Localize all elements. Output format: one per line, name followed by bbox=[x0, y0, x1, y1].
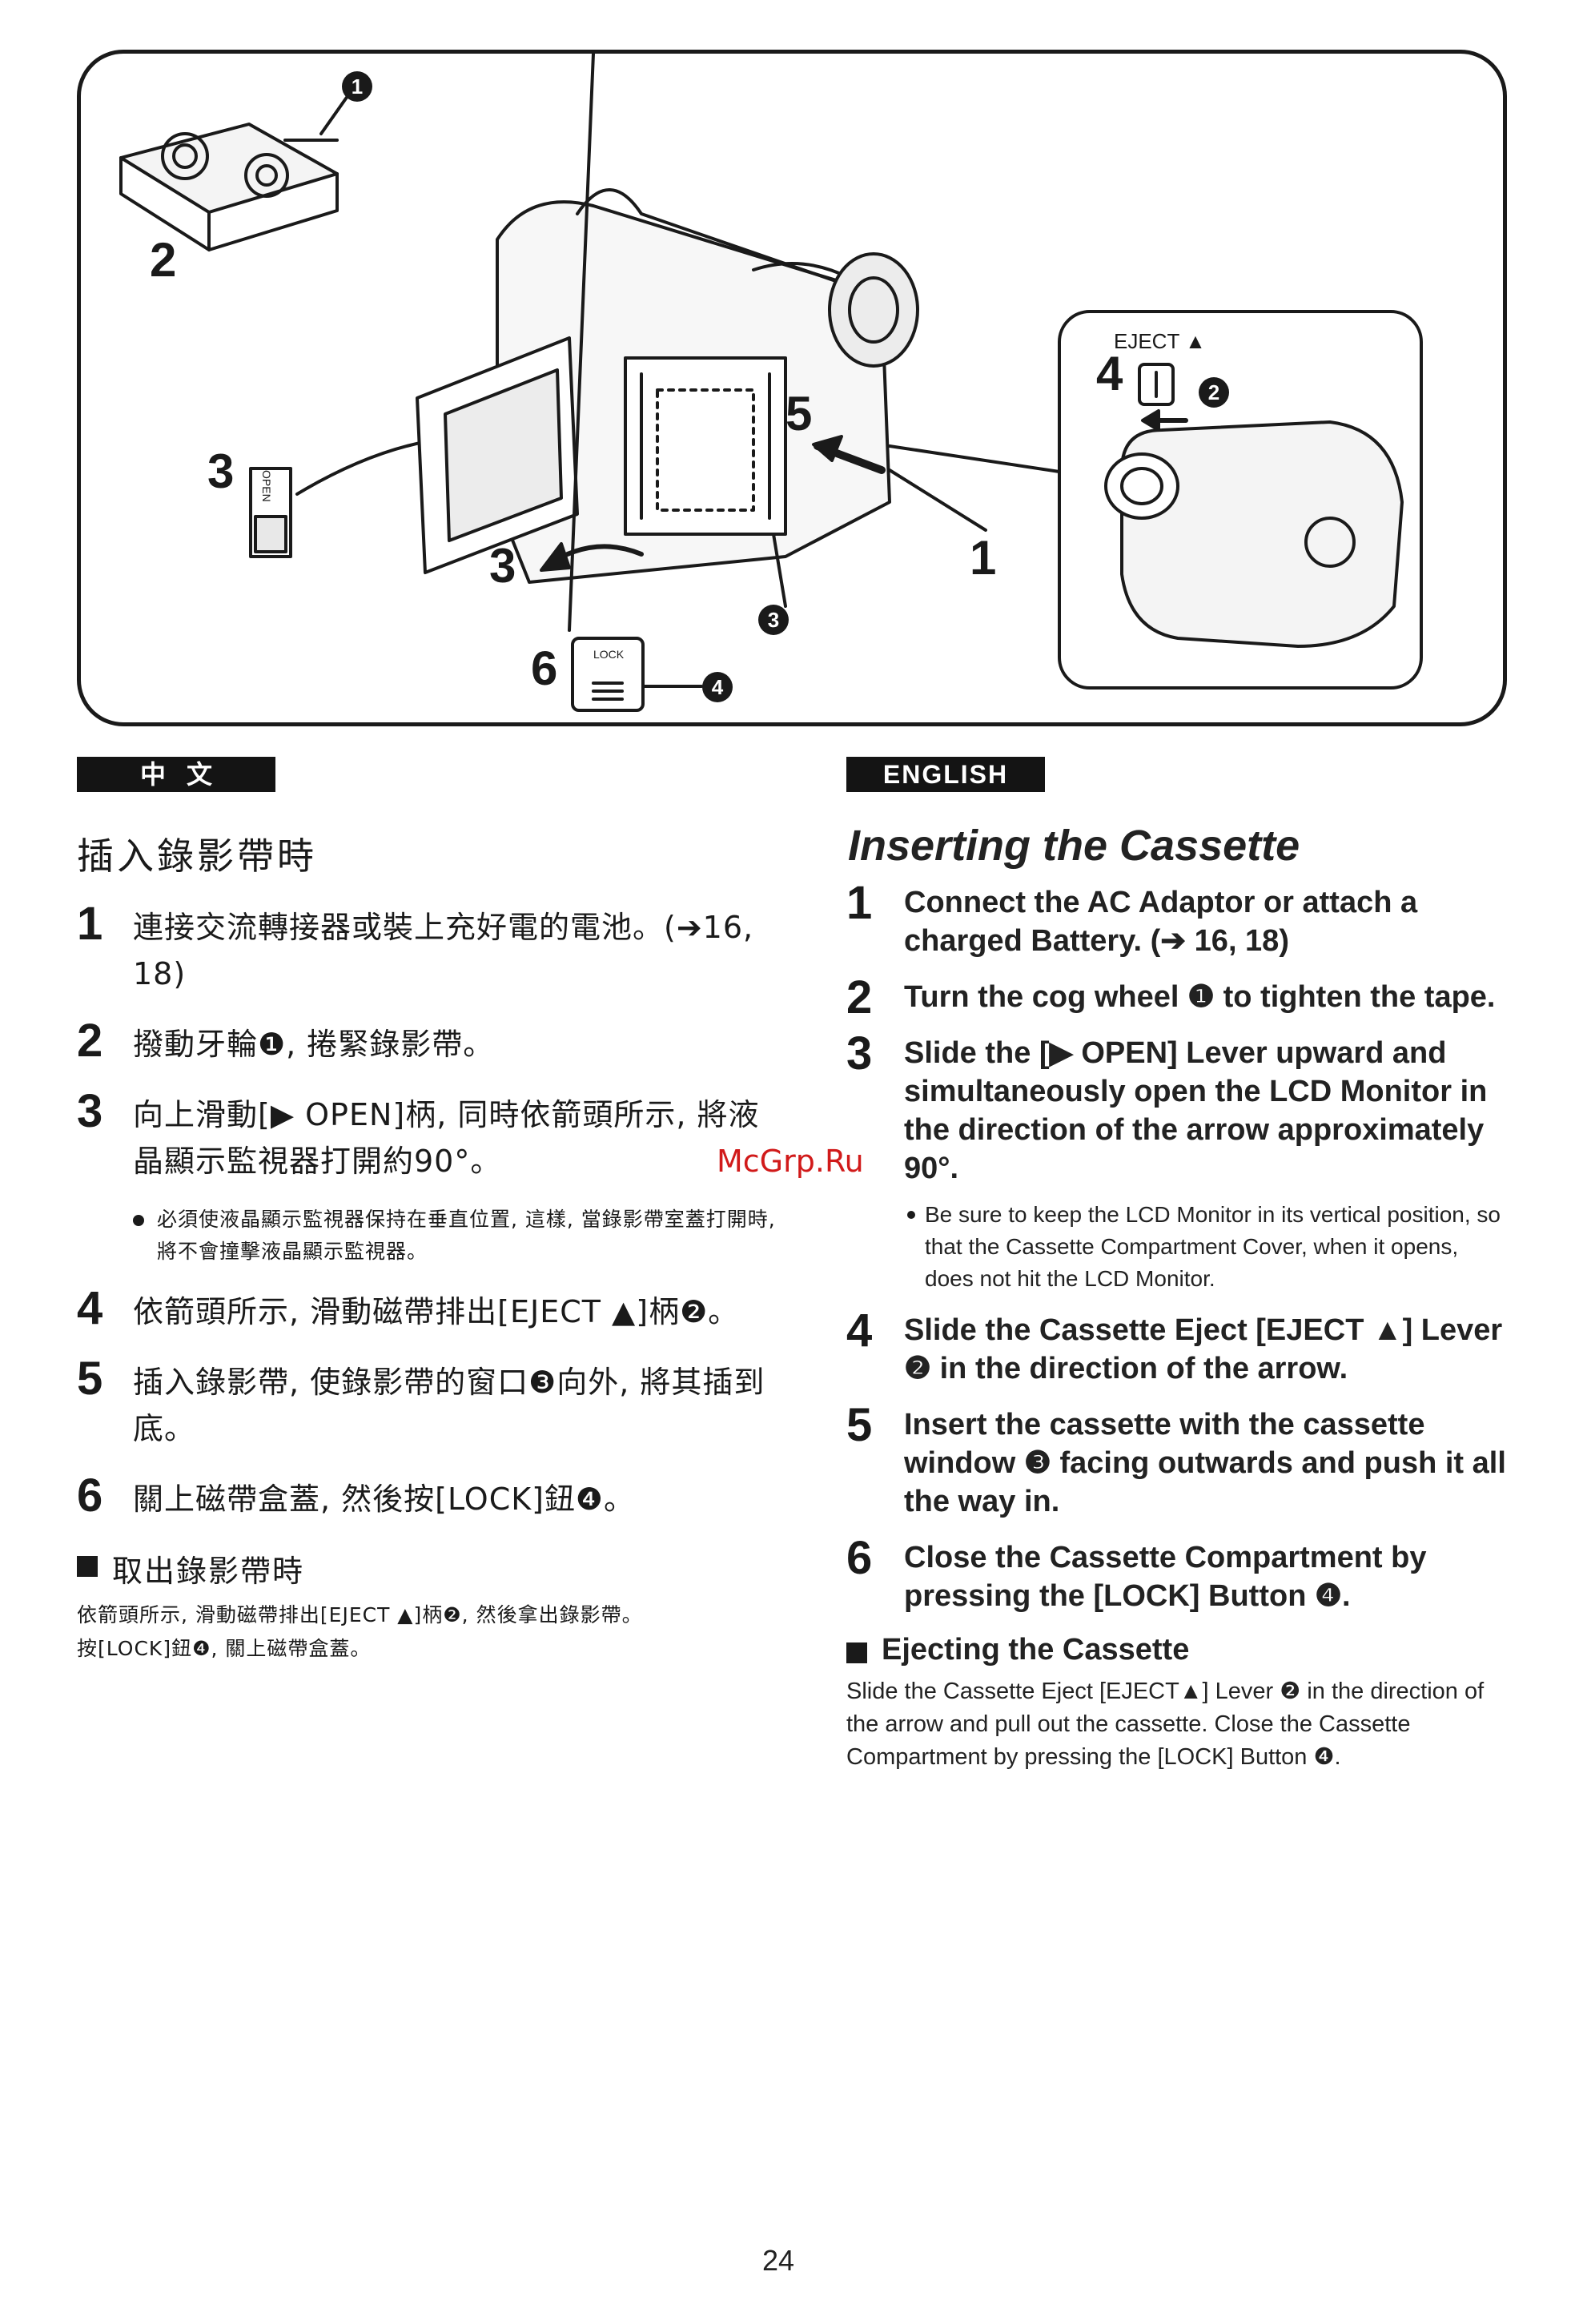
english-column: ENGLISH Inserting the Cassette 1 Connect… bbox=[846, 757, 1511, 1774]
circled-ref-3: 3 bbox=[758, 605, 789, 635]
zh-step-text: 向上滑動[▶ OPEN]柄, 同時依箭頭所示, 將液晶顯示監視器打開約90°。 bbox=[133, 1097, 760, 1179]
zh-step-number: 3 bbox=[77, 1085, 103, 1137]
en-eject-heading-text: Ejecting the Cassette bbox=[882, 1633, 1190, 1667]
zh-eject-heading-text: 取出錄影帶時 bbox=[112, 1554, 305, 1589]
en-step-text: Turn the cog wheel ❶ to tighten the tape… bbox=[904, 980, 1496, 1014]
callout-1: 1 bbox=[970, 531, 997, 585]
eject-inset-drawing bbox=[888, 310, 1423, 690]
zh-step-number: 5 bbox=[77, 1353, 103, 1405]
english-badge: ENGLISH bbox=[846, 757, 1045, 792]
zh-step-text: 關上磁帶盒蓋, 然後按[LOCK]鈕❹。 bbox=[133, 1482, 636, 1517]
en-step-text: Close the Cassette Compartment by pressi… bbox=[904, 1541, 1427, 1613]
en-step-number: 1 bbox=[846, 877, 873, 929]
camcorder-body-drawing bbox=[416, 54, 987, 632]
en-step-2: 2 Turn the cog wheel ❶ to tighten the ta… bbox=[846, 975, 1511, 1021]
zh-step-6: 6 關上磁帶盒蓋, 然後按[LOCK]鈕❹。 bbox=[77, 1470, 781, 1522]
zh-step-2: 2 撥動牙輪❶, 捲緊錄影帶。 bbox=[77, 1015, 781, 1068]
en-step-text: Slide the [▶ OPEN] Lever upward and simu… bbox=[904, 1036, 1488, 1185]
zh-eject-heading: 取出錄影帶時 bbox=[77, 1546, 781, 1590]
cassette-drawing bbox=[119, 89, 353, 251]
callout-3-monitor: 3 bbox=[489, 539, 516, 593]
illustration-panel: 2 3 3 5 1 6 4 1 2 3 4 EJECT ▲ OPEN LOCK bbox=[77, 50, 1507, 726]
callout-2: 2 bbox=[150, 233, 177, 287]
en-step-4: 4 Slide the Cassette Eject [EJECT ▲] Lev… bbox=[846, 1305, 1511, 1388]
en-step-number: 5 bbox=[846, 1399, 873, 1451]
chinese-badge: 中文 bbox=[77, 757, 275, 792]
en-note-text: Be sure to keep the LCD Monitor in its v… bbox=[925, 1202, 1501, 1291]
zh-eject-line-1: 依箭頭所示, 滑動磁帶排出[EJECT ▲]柄❷, 然後拿出錄影帶。 bbox=[77, 1603, 643, 1626]
chinese-title: 插入錄影帶時 bbox=[77, 834, 317, 878]
en-step-6: 6 Close the Cassette Compartment by pres… bbox=[846, 1532, 1511, 1615]
page-number: 24 bbox=[762, 2244, 795, 2277]
en-step-number: 4 bbox=[846, 1305, 873, 1357]
en-step-number: 2 bbox=[846, 971, 873, 1023]
zh-step-number: 6 bbox=[77, 1470, 103, 1522]
camcorder-illustration bbox=[119, 54, 1423, 712]
zh-step-text: 連接交流轉接器或裝上充好電的電池。(➔16, 18) bbox=[133, 910, 754, 991]
en-step-number: 3 bbox=[846, 1027, 873, 1080]
callout-6: 6 bbox=[531, 641, 558, 695]
zh-step-1: 1 連接交流轉接器或裝上充好電的電池。(➔16, 18) bbox=[77, 898, 781, 997]
en-eject-text: Slide the Cassette Eject [EJECT▲] Lever … bbox=[846, 1679, 1485, 1770]
lock-button-drawing bbox=[571, 637, 703, 712]
en-eject-heading: Ejecting the Cassette bbox=[846, 1633, 1511, 1667]
zh-step-3: 3 向上滑動[▶ OPEN]柄, 同時依箭頭所示, 將液晶顯示監視器打開約90°… bbox=[77, 1088, 781, 1184]
square-bullet-icon bbox=[846, 1642, 867, 1663]
zh-step-text: 撥動牙輪❶, 捲緊錄影帶。 bbox=[133, 1027, 495, 1062]
zh-step-5: 5 插入錄影帶, 使錄影帶的窗口❸向外, 將其插到底。 bbox=[77, 1353, 781, 1452]
open-label: OPEN bbox=[260, 470, 273, 502]
en-note: Be sure to keep the LCD Monitor in its v… bbox=[907, 1199, 1511, 1295]
zh-step-text: 插入錄影帶, 使錄影帶的窗口❸向外, 將其插到底。 bbox=[133, 1365, 765, 1446]
chinese-column: 中文 插入錄影帶時 1 連接交流轉接器或裝上充好電的電池。(➔16, 18) 2… bbox=[77, 757, 781, 1666]
zh-step-4: 4 依箭頭所示, 滑動磁帶排出[EJECT ▲]柄❷。 bbox=[77, 1285, 781, 1335]
bullet-icon bbox=[907, 1211, 915, 1219]
en-step-number: 6 bbox=[846, 1532, 873, 1584]
en-step-5: 5 Insert the cassette with the cassette … bbox=[846, 1399, 1511, 1521]
english-title: Inserting the Cassette bbox=[848, 822, 1300, 870]
callout-5: 5 bbox=[785, 387, 813, 440]
callout-4: 4 bbox=[1096, 347, 1123, 400]
zh-step-number: 2 bbox=[77, 1015, 103, 1067]
en-step-text: Connect the AC Adaptor or attach a charg… bbox=[904, 886, 1418, 958]
lock-label: LOCK bbox=[593, 648, 625, 661]
eject-label: EJECT ▲ bbox=[1114, 329, 1206, 353]
zh-note-text: 必須使液晶顯示監視器保持在垂直位置, 這樣, 當錄影帶室蓋打開時, 將不會撞擊液… bbox=[157, 1208, 776, 1263]
callout-3-lever: 3 bbox=[207, 444, 235, 498]
zh-step-number: 4 bbox=[77, 1282, 103, 1334]
circled-ref-4: 4 bbox=[702, 672, 733, 702]
zh-eject-line-2: 按[LOCK]鈕❹, 關上磁帶盒蓋。 bbox=[77, 1637, 372, 1660]
zh-step-text: 依箭頭所示, 滑動磁帶排出[EJECT ▲]柄❷。 bbox=[133, 1294, 740, 1329]
en-step-text: Slide the Cassette Eject [EJECT ▲] Lever… bbox=[904, 1313, 1503, 1385]
square-bullet-icon bbox=[77, 1556, 98, 1577]
circled-ref-2: 2 bbox=[1199, 377, 1229, 408]
zh-step-number: 1 bbox=[77, 898, 103, 950]
en-step-text: Insert the cassette with the cassette wi… bbox=[904, 1408, 1506, 1518]
zh-note: 必須使液晶顯示監視器保持在垂直位置, 這樣, 當錄影帶室蓋打開時, 將不會撞擊液… bbox=[133, 1204, 781, 1268]
circled-ref-1: 1 bbox=[342, 71, 372, 102]
en-step-1: 1 Connect the AC Adaptor or attach a cha… bbox=[846, 877, 1511, 960]
watermark: McGrp.Ru bbox=[717, 1144, 864, 1179]
en-step-3: 3 Slide the [▶ OPEN] Lever upward and si… bbox=[846, 1027, 1511, 1188]
bullet-icon bbox=[133, 1215, 144, 1226]
